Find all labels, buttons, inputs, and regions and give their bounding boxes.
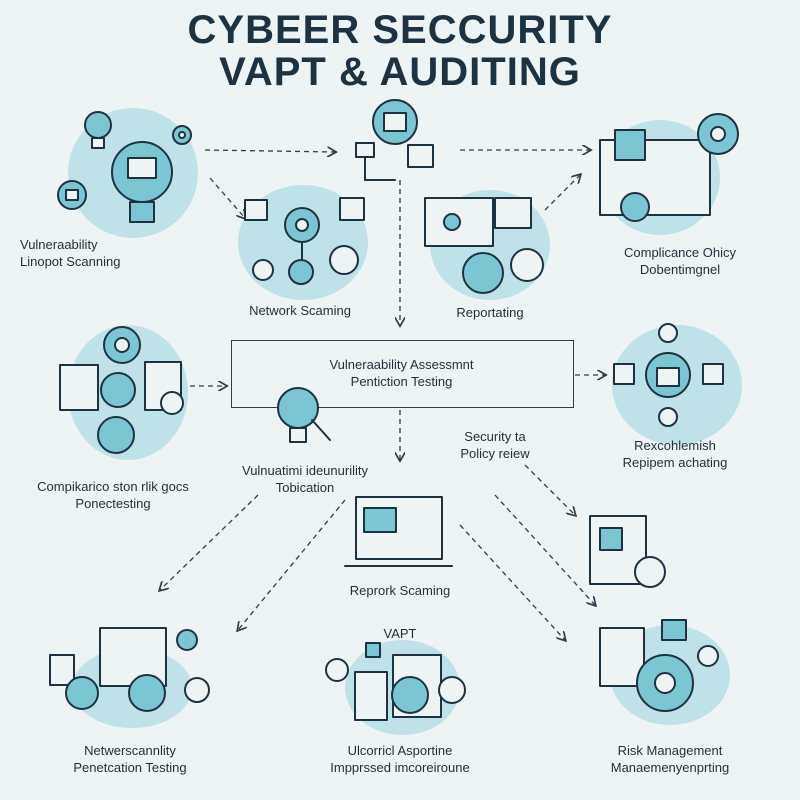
title-line-1: CYBEER SECCURITY — [187, 8, 613, 52]
label-compliance-risk: Compikarico ston rlik gocs Ponectesting — [18, 478, 208, 512]
label-risk-management-1: Risk Management — [617, 743, 723, 758]
flowchart-icon — [355, 99, 434, 181]
document-search-icon — [589, 515, 666, 588]
label-vuln-identification-1: Vulnuatimi ideunurility — [242, 463, 368, 478]
label-reporting: Reportating — [420, 304, 560, 321]
label-compliance-risk-2: Ponectesting — [75, 496, 151, 511]
gear-icon — [57, 125, 192, 210]
center-box-line2: Pentiction Testing — [350, 374, 453, 389]
label-rexco: Rexcohlemish Repipem achating — [590, 437, 760, 471]
arrow-9 — [524, 464, 575, 515]
label-reporting-1: Reportating — [456, 305, 524, 320]
label-incident: Ulcorricl Asportine Impprssed imcoreirou… — [300, 742, 500, 776]
gear-cluster-icon — [59, 326, 184, 454]
label-report-scanning-1: Reprork Scaming — [349, 583, 451, 598]
label-vuln-scanning: Vulneraability Linopot Scanning — [20, 236, 160, 270]
label-incident-1: Ulcorricl Asportine — [347, 743, 453, 758]
label-vuln-scanning-1: Vulneraability — [20, 237, 98, 252]
robot-head-icon — [111, 141, 173, 223]
label-risk-management-2: Manaemenyenprting — [610, 760, 730, 775]
center-box-label: Vulneraability Assessmnt Pentiction Test… — [231, 356, 572, 390]
label-network-scanning: Network Scaming — [230, 302, 370, 319]
pentest-documents-icon — [49, 627, 210, 712]
label-rexco-1: Rexcohlemish — [634, 438, 716, 453]
label-risk-management: Risk Management Manaemenyenprting — [585, 742, 755, 776]
label-network-pentest-2: Penetcation Testing — [73, 760, 187, 775]
label-vuln-identification: Vulnuatimi ideunurility Tobication — [220, 462, 390, 496]
label-network-scanning-1: Network Scaming — [249, 303, 351, 318]
laptop-chart-icon — [344, 496, 453, 567]
arrow-1 — [204, 150, 335, 152]
label-incident-2: Impprssed imcoreiroune — [330, 760, 470, 775]
network-icon — [244, 197, 365, 285]
label-security-policy-1: Security ta — [464, 429, 526, 444]
arrow-12 — [160, 494, 259, 590]
label-compliance-risk-1: Compikarico ston rlik gocs — [37, 479, 189, 494]
user-buildings-icon — [325, 642, 466, 721]
label-security-policy: Security ta Policy reiew — [430, 428, 560, 462]
label-network-pentest: Netwerscannlity Penetcation Testing — [50, 742, 210, 776]
title-line-2: VAPT & AUDITING — [219, 50, 581, 94]
label-vapt: VAPT — [350, 625, 450, 642]
label-security-policy-2: Policy reiew — [460, 446, 530, 461]
lock-network-icon — [613, 323, 724, 427]
arrow-11 — [459, 524, 565, 640]
label-vuln-scanning-2: Linopot Scanning — [20, 254, 121, 269]
compliance-screen-icon — [599, 113, 739, 222]
label-compliance-policy-2: Dobentimgnel — [639, 262, 721, 277]
arrow-10 — [494, 494, 595, 605]
label-rexco-2: Repipem achating — [622, 455, 728, 470]
arrow-13 — [238, 499, 346, 630]
label-network-pentest-1: Netwerscannlity — [84, 743, 176, 758]
risk-gear-icon — [599, 619, 719, 712]
label-compliance-policy: Complicance Ohicy Dobentimgnel — [600, 244, 760, 278]
label-vapt-1: VAPT — [383, 626, 417, 641]
label-vuln-identification-2: Tobication — [275, 480, 335, 495]
label-report-scanning: Reprork Scaming — [330, 582, 470, 599]
monitor-chart-icon — [424, 197, 544, 294]
lightbulb-search-icon — [277, 387, 331, 443]
center-box-line1: Vulneraability Assessmnt — [329, 357, 474, 372]
label-compliance-policy-1: Complicance Ohicy — [624, 245, 736, 260]
lightbulb-icon — [84, 111, 112, 149]
